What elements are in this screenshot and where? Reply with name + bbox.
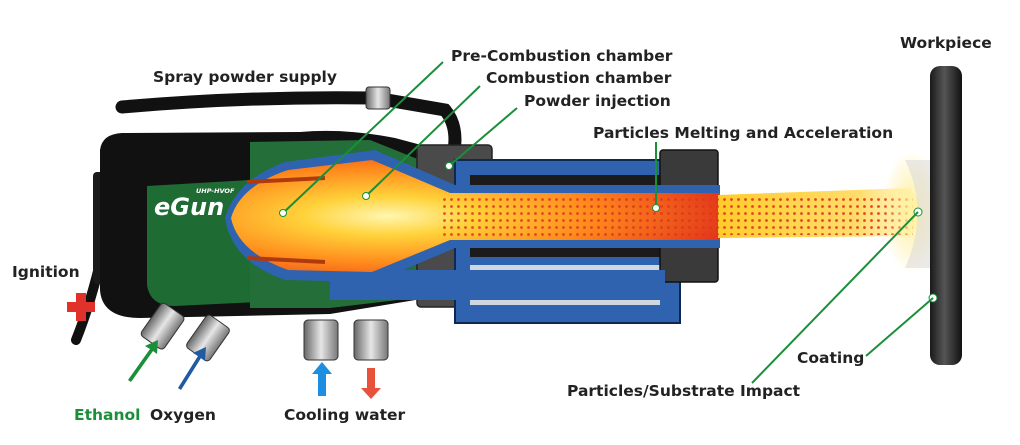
label-ethanol: Ethanol bbox=[74, 406, 141, 424]
oxygen-fitting bbox=[186, 314, 230, 362]
pre-combustion-liner bbox=[246, 176, 326, 184]
hose-fitting bbox=[365, 86, 391, 110]
label-combustion-chamber: Combustion chamber bbox=[486, 69, 672, 87]
arrow-up-icon bbox=[128, 340, 158, 382]
logo-main: eGun bbox=[154, 193, 224, 221]
plus-icon bbox=[67, 293, 95, 321]
label-particles-impact: Particles/Substrate Impact bbox=[567, 382, 801, 400]
pre-combustion-liner-lower bbox=[246, 256, 326, 264]
particle-stream-barrel bbox=[440, 198, 720, 236]
cooling-water-outlet-fitting bbox=[353, 319, 389, 361]
arrow-down-icon bbox=[361, 368, 381, 399]
powder-supply-hose bbox=[115, 91, 462, 175]
label-ignition: Ignition bbox=[12, 263, 80, 281]
logo-sub: UHP-HVOF bbox=[196, 187, 235, 195]
label-pre-combustion-chamber: Pre-Combustion chamber bbox=[451, 47, 673, 65]
leader-dots bbox=[279, 162, 660, 217]
label-cooling-water: Cooling water bbox=[284, 406, 406, 424]
label-workpiece: Workpiece bbox=[900, 34, 992, 52]
label-coating: Coating bbox=[797, 349, 864, 367]
workpiece bbox=[930, 66, 962, 365]
ethanol-fitting bbox=[140, 302, 185, 350]
label-oxygen: Oxygen bbox=[150, 406, 216, 424]
label-powder-injection: Powder injection bbox=[524, 92, 671, 110]
arrow-up-icon bbox=[178, 347, 206, 390]
arrow-up-icon bbox=[312, 362, 332, 396]
label-particles-melting: Particles Melting and Acceleration bbox=[593, 124, 893, 142]
particle-stream-jet bbox=[718, 195, 913, 235]
label-spray-powder-supply: Spray powder supply bbox=[153, 68, 337, 86]
cooling-water-inlet-fitting bbox=[303, 319, 339, 361]
leader-lines bbox=[282, 61, 934, 384]
